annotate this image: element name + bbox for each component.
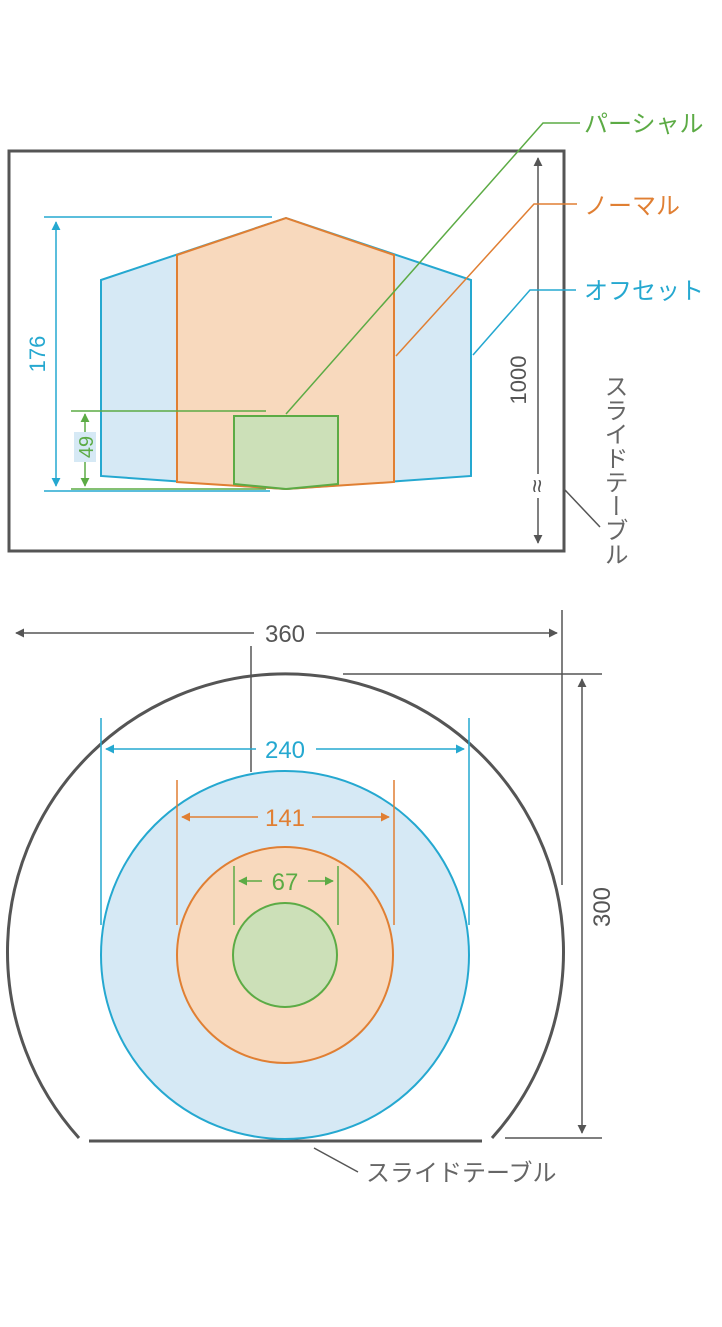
side-table-label: スライドテーブル <box>600 374 628 566</box>
partial-front-circle <box>232 902 338 1008</box>
normal-dia-label-141: 141 <box>265 805 305 832</box>
legend: パーシャル ノーマル オフセット <box>285 110 704 415</box>
partial-leader <box>285 122 580 415</box>
front-table-leader <box>313 1147 359 1173</box>
front-height-label-300: 300 <box>589 887 616 927</box>
side-table-leader <box>564 489 601 528</box>
length-label-1000: 1000 <box>506 356 531 405</box>
partial-height-label-49: 49 <box>76 436 98 458</box>
legend-offset: オフセット <box>584 277 704 305</box>
legend-partial: パーシャル <box>584 110 704 138</box>
normal-leader <box>395 203 577 357</box>
front-table-label: スライドテーブル <box>366 1159 557 1187</box>
partial-dia-label-67: 67 <box>272 869 299 896</box>
height-label-176: 176 <box>25 336 50 373</box>
offset-dia-label-240: 240 <box>265 737 305 764</box>
outer-width-label-360: 360 <box>265 621 305 648</box>
front-view: 360 240 141 67 300 スライドテーブル <box>6 610 616 1187</box>
partial-height-label-bg <box>74 432 96 462</box>
normal-side-shape <box>176 216 395 491</box>
legend-normal: ノーマル <box>584 192 680 220</box>
length-break-symbol: ≈ <box>524 479 551 492</box>
chamber-outline <box>6 672 565 1140</box>
side-view: 176 49 ≈ 1000 スライドテーブル <box>7 149 628 566</box>
partial-side-shape <box>233 415 339 491</box>
offset-leader <box>472 289 576 356</box>
